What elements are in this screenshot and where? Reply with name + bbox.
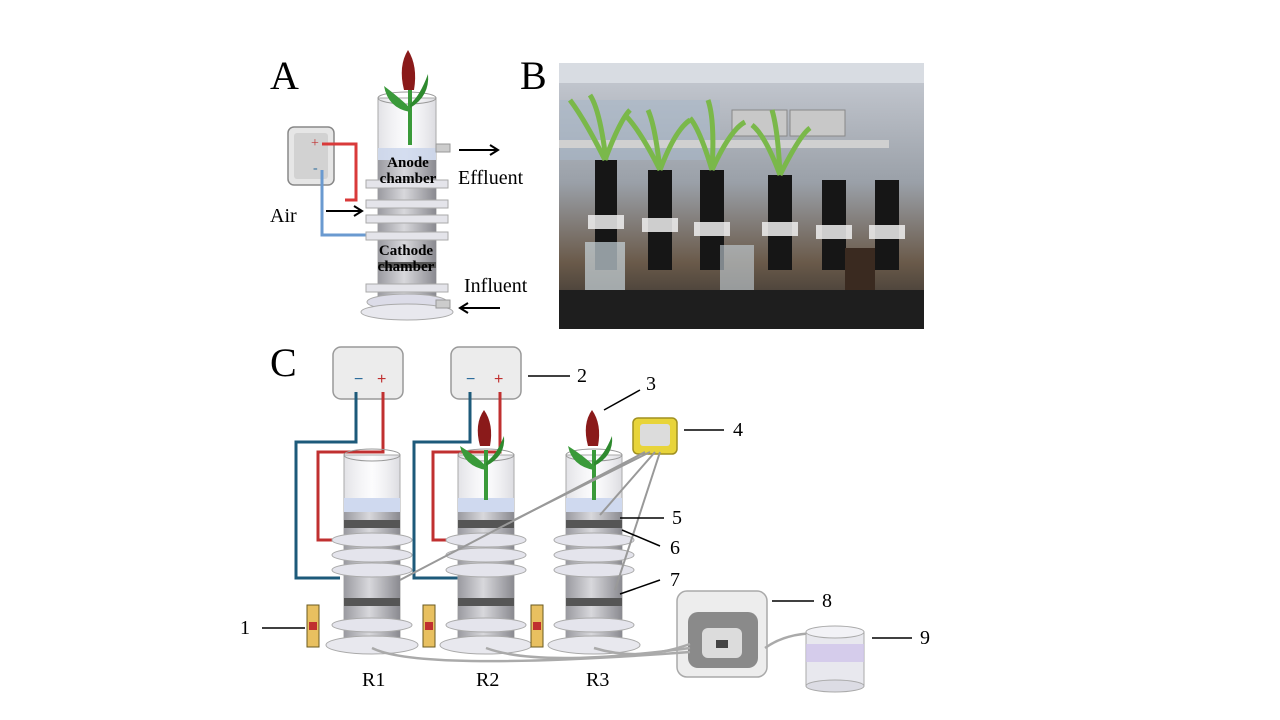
- callout-4: 4: [733, 419, 743, 441]
- callout-line-7: [619, 579, 661, 595]
- callout-6: 6: [670, 537, 680, 559]
- callout-7: 7: [670, 569, 680, 591]
- callout-line-6: [621, 529, 661, 547]
- power-supply-a: [287, 126, 335, 186]
- callout-2: 2: [577, 365, 587, 387]
- flow-meters: [306, 604, 544, 648]
- panel-label-a: A: [270, 53, 299, 98]
- plant-r2: [460, 410, 505, 500]
- minus-sign: -: [313, 161, 318, 176]
- reactor-label-r3: R3: [586, 669, 610, 691]
- influent-label: Influent: [464, 275, 528, 297]
- photo-reactors: [585, 160, 905, 290]
- svg-text:−: −: [466, 371, 475, 388]
- callout-3: 3: [646, 373, 656, 395]
- power-supply-c2: − +: [450, 346, 522, 400]
- callout-8: 8: [822, 590, 832, 612]
- photo-plants: [567, 93, 812, 177]
- svg-text:+: +: [494, 371, 503, 388]
- panel-c-diagram: − + − +: [262, 346, 912, 693]
- panel-b-photo: [559, 63, 924, 329]
- panel-a-diagram: [287, 50, 500, 321]
- callout-9: 9: [920, 627, 930, 649]
- reactor-a: [360, 91, 454, 321]
- effluent-label: Effluent: [458, 167, 524, 189]
- data-logger: [632, 417, 678, 455]
- red-wire-r1: [316, 392, 385, 542]
- red-wire-a: [322, 142, 358, 202]
- reactor-r1: [325, 448, 419, 655]
- plant-r3: [568, 410, 613, 500]
- blue-wire-r2: [412, 392, 472, 580]
- panel-label-b: B: [520, 53, 547, 98]
- blue-wire-r1: [294, 392, 358, 580]
- svg-text:−: −: [354, 371, 363, 388]
- air-label: Air: [270, 205, 297, 227]
- cathode-chamber-label: Cathode chamber: [368, 243, 444, 276]
- panel-label-c: C: [270, 340, 297, 385]
- red-wire-r2: [431, 392, 502, 542]
- cathode-line-1: Cathode: [378, 243, 434, 259]
- plus-sign: +: [311, 136, 319, 151]
- anode-chamber-label: Anode chamber: [376, 155, 440, 188]
- callout-line-3: [603, 389, 641, 411]
- anode-line-1: Anode: [387, 155, 429, 171]
- anode-line-2: chamber: [379, 170, 437, 187]
- peristaltic-pump: [676, 590, 768, 678]
- plant-a: [384, 50, 429, 145]
- reactor-label-r2: R2: [476, 669, 500, 691]
- blue-wire-a: [320, 170, 368, 237]
- reactor-label-r1: R1: [362, 669, 386, 691]
- reservoir: [805, 625, 865, 693]
- power-supply-c1: − +: [332, 346, 404, 400]
- svg-text:+: +: [377, 371, 386, 388]
- cathode-line-2: chamber: [377, 258, 435, 275]
- callout-1: 1: [240, 617, 250, 639]
- callout-5: 5: [672, 507, 682, 529]
